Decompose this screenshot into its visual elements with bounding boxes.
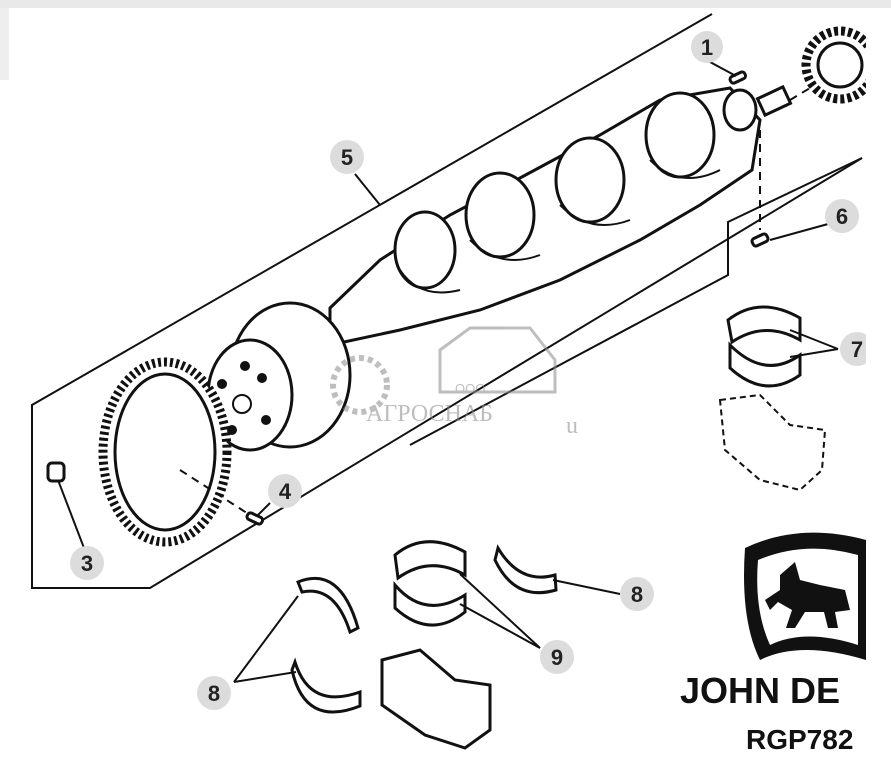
timing-gear [801,26,879,104]
callout-3-label: 3 [81,551,93,576]
watermark-suffix: u [566,413,578,439]
callout-5: 5 [330,140,364,174]
ring-gear [98,357,232,547]
top-border [0,0,891,8]
callout-9: 9 [540,640,574,674]
callout-8-left: 8 [197,676,231,710]
callout-8-left-label: 8 [208,681,220,706]
key-1 [728,70,748,85]
bearing-shell-9 [380,540,492,750]
part-code: RGP782 [746,724,853,755]
right-margin [866,8,891,761]
callout-9-label: 9 [551,645,563,670]
key-6 [750,232,770,248]
leader-lines [57,61,839,683]
inner-outline [409,157,863,446]
align-line-1 [789,87,811,101]
watermark-small-text: ООО [455,381,485,396]
group-outline [31,13,863,589]
callout-7-label: 7 [851,337,863,362]
deer-icon [765,562,850,628]
pin-4 [245,511,265,526]
brand-name: JOHN DE [680,670,840,711]
bearing-shell-7 [718,305,827,492]
callout-1-label: 1 [701,35,713,60]
callout-6: 6 [825,199,859,233]
thrust-washers-8 [290,544,558,714]
callout-4: 4 [268,474,302,508]
callout-5-label: 5 [341,145,353,170]
callout-3: 3 [70,546,104,580]
callout-6-label: 6 [836,204,848,229]
crank-hub [206,301,352,452]
left-strip [0,8,9,80]
callout-4-label: 4 [279,479,292,504]
watermark: ООО АГРОСНАБ u [330,326,578,439]
callout-8-right: 8 [620,577,654,611]
callout-8-right-label: 8 [631,582,643,607]
callout-7: 7 [840,332,874,366]
crankshaft [328,84,793,347]
dowel-pin-3 [46,461,66,483]
callout-1: 1 [691,31,723,63]
watermark-brand-text: АГРОСНАБ [366,401,493,427]
john-deere-logo: JOHN DE RGP782 [680,532,866,755]
